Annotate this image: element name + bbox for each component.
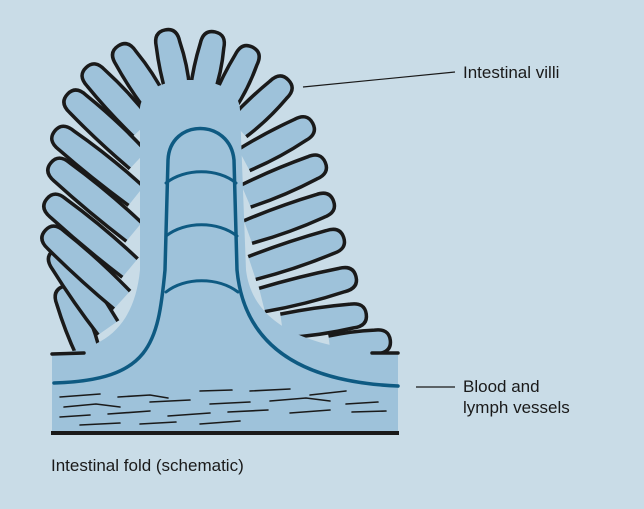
- vessels-label-line-2: lymph vessels: [463, 397, 570, 418]
- villi-leader-line: [303, 72, 455, 87]
- vessels-label: Blood and lymph vessels: [463, 376, 570, 418]
- villi-label: Intestinal villi: [463, 62, 559, 83]
- vessels-label-line-1: Blood and: [463, 376, 570, 397]
- diagram-caption: Intestinal fold (schematic): [51, 455, 244, 476]
